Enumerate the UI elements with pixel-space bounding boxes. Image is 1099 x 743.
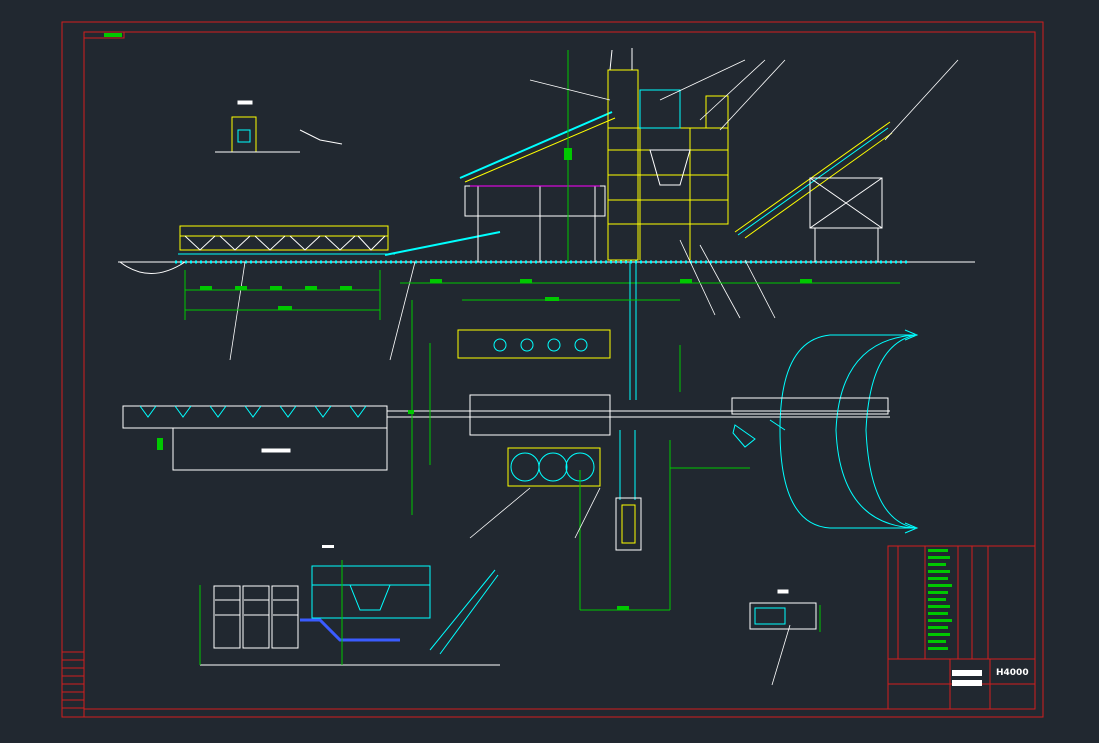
- cold-feed-bins: [178, 225, 395, 255]
- elevation-view: [118, 48, 975, 361]
- storage-bin-structure: [809, 177, 883, 262]
- model-label: H4000: [996, 668, 1029, 678]
- title-block-name: [952, 670, 982, 676]
- parts-list: [887, 545, 1036, 660]
- mixing-tower: [607, 48, 729, 261]
- side-stamp-column: [61, 651, 85, 718]
- loader-detail: [215, 100, 343, 153]
- drawing-border: [61, 21, 1044, 718]
- finished-product-conveyor: [734, 121, 893, 239]
- parts-list-rows: [928, 549, 952, 650]
- title-block-subtitle: [952, 680, 982, 686]
- dryer-drum: [464, 185, 606, 262]
- control-room-detail: [749, 589, 821, 632]
- side-view: [199, 545, 500, 666]
- plan-view: [122, 262, 919, 686]
